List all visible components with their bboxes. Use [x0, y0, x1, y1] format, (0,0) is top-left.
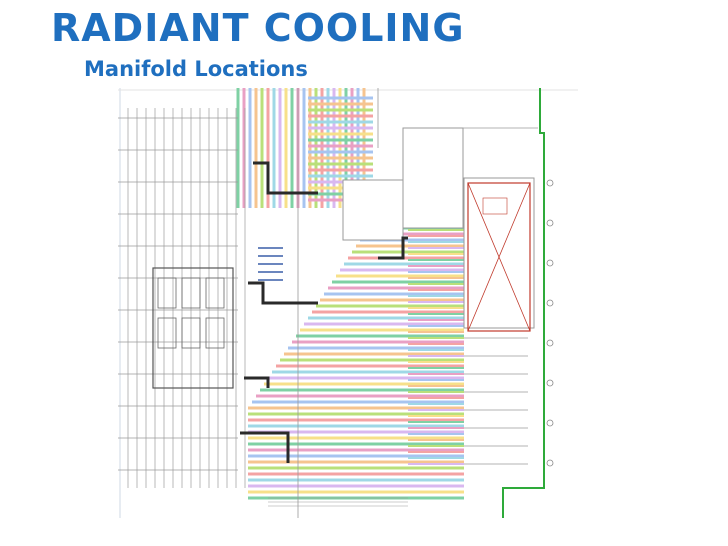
equipment-unit — [205, 317, 225, 349]
grid-bubble — [546, 179, 554, 187]
room-outline — [342, 179, 404, 241]
plan-frame — [118, 88, 578, 518]
equipment-unit — [181, 317, 201, 349]
wall-lines — [118, 88, 538, 518]
equipment-unit — [205, 277, 225, 309]
manifold-run — [248, 281, 318, 305]
grid-bubble — [546, 419, 554, 427]
room-outline — [402, 127, 464, 229]
manifold-run — [240, 431, 290, 463]
slide-subtitle: Manifold Locations — [84, 57, 308, 81]
manifold-run — [378, 236, 408, 260]
floor-plan-drawing — [118, 88, 578, 518]
zone-outline — [467, 182, 531, 332]
building-boundary — [502, 88, 554, 518]
grid-bubble — [546, 299, 554, 307]
equipment-room — [152, 267, 234, 389]
slide-title: RADIANT COOLING — [51, 6, 465, 50]
manifold-markers — [240, 161, 408, 463]
grid-bubble — [546, 219, 554, 227]
room-outline — [463, 177, 535, 329]
manifold-run — [253, 161, 318, 195]
zone-box — [467, 182, 531, 332]
manifold-run — [244, 376, 270, 388]
grid-bubble — [546, 259, 554, 267]
zone-brace — [467, 182, 531, 332]
grid-bubble — [546, 379, 554, 387]
grid-bubble — [546, 339, 554, 347]
equipment-unit — [181, 277, 201, 309]
title-block — [268, 497, 408, 507]
equipment-unit — [157, 317, 177, 349]
equipment-unit — [157, 277, 177, 309]
zone-note-box — [482, 197, 508, 215]
grid-bubble — [546, 459, 554, 467]
boundary-line — [502, 88, 545, 518]
